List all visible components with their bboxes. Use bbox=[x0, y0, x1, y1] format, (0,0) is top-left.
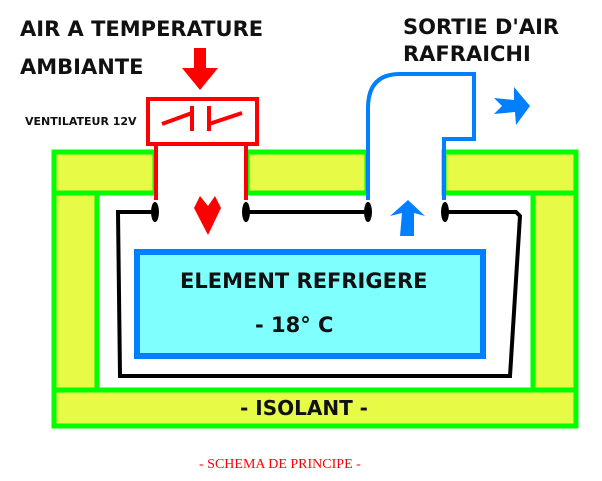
insulation-bottom bbox=[51, 387, 579, 429]
insulation-right bbox=[530, 190, 579, 393]
element-label: ELEMENT REFRIGERE bbox=[180, 269, 428, 293]
cold-air-arrow-up-icon bbox=[390, 200, 425, 236]
insulation bbox=[51, 149, 579, 429]
outlet-duct bbox=[366, 72, 476, 200]
insulation-top-left bbox=[51, 149, 158, 196]
insulation-label: - ISOLANT - bbox=[240, 396, 368, 420]
temperature-label: - 18° C bbox=[255, 313, 334, 337]
refrigerated-element bbox=[134, 249, 486, 359]
insulation-top-middle bbox=[244, 149, 370, 196]
insulation-left bbox=[51, 190, 100, 393]
cold-air-arrow-right-icon bbox=[494, 87, 530, 125]
air-out-label-line1: SORTIE D'AIR bbox=[403, 15, 560, 39]
caption: - SCHEMA DE PRINCIPE - bbox=[199, 457, 361, 472]
fan-label: VENTILATEUR 12V bbox=[25, 115, 137, 128]
insulation-top-right bbox=[441, 149, 579, 196]
air-out-label-line2: RAFRAICHI bbox=[403, 42, 531, 66]
air-in-label-line1: AIR A TEMPERATURE bbox=[20, 17, 264, 41]
tray-caps bbox=[151, 202, 449, 222]
hot-air-arrow-top-icon bbox=[182, 48, 218, 90]
hot-air-arrow-inside-icon bbox=[194, 196, 221, 235]
cold-box-tray bbox=[115, 210, 523, 378]
fan-icon bbox=[146, 97, 259, 200]
air-in-label-line2: AMBIANTE bbox=[20, 55, 144, 79]
